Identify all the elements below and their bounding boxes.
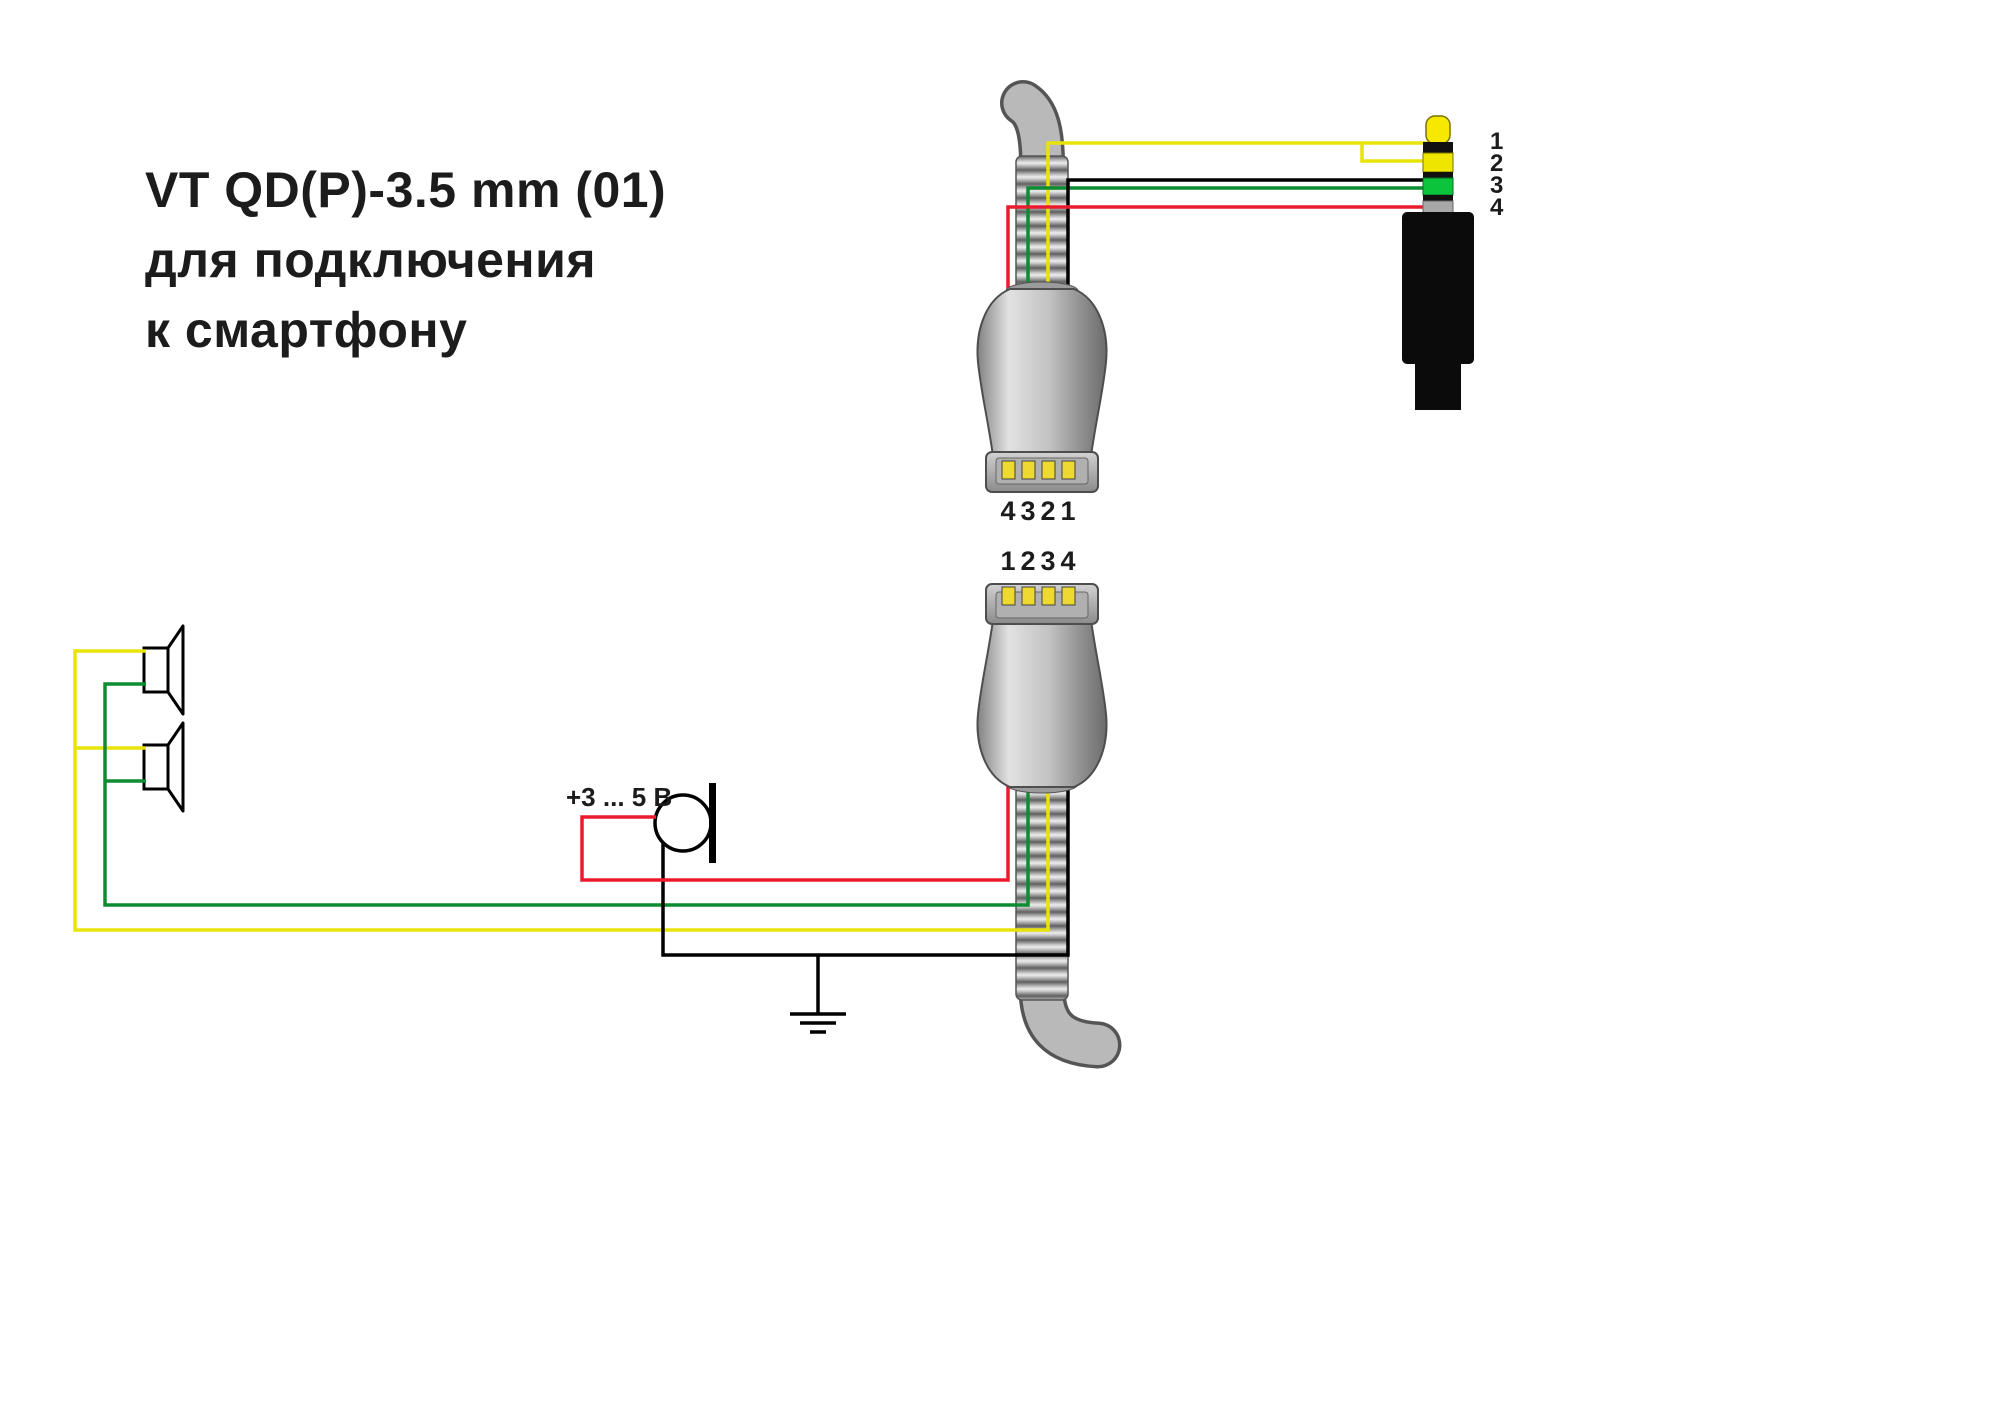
jack-pin-label-1: 1 (1490, 128, 1503, 155)
connector-body (976, 619, 1108, 788)
top-pin-label-2: 2 (1040, 496, 1055, 526)
qd-top-cable (1000, 80, 1069, 291)
page-title: VT QD(P)-3.5 mm (01) для подключения к с… (145, 162, 666, 358)
cable-bend (1003, 83, 1062, 184)
wire-green (103, 186, 1430, 907)
bottom-pin-labels: 1 2 3 4 (1000, 546, 1075, 576)
jack-pin-label-3: 3 (1490, 172, 1503, 199)
jack-insulator-2 (1423, 172, 1453, 178)
connector-pins-top (1001, 460, 1076, 480)
top-pin-label-3: 3 (1020, 496, 1035, 526)
pin-2 (1041, 460, 1056, 480)
top-pin-label-4: 4 (1000, 496, 1015, 526)
pin-3 (1041, 586, 1056, 606)
jack-handle-lower (1415, 364, 1461, 410)
speaker-body-icon (142, 743, 170, 791)
speaker-cone-icon (166, 624, 185, 716)
microphone: +3 ... 5 В (566, 782, 716, 863)
wire-yellow-top (1046, 126, 1440, 470)
speaker-1 (142, 624, 185, 716)
microphone-membrane (709, 783, 716, 863)
pin-1 (1001, 586, 1016, 606)
title-line-2: для подключения (145, 232, 596, 288)
ground-symbol (790, 955, 846, 1034)
strain-relief-ribs-top (1015, 155, 1069, 291)
pin-3 (1021, 460, 1036, 480)
pin-1 (1061, 460, 1076, 480)
jack-tip (1425, 115, 1451, 145)
jack-ring-2 (1422, 152, 1454, 173)
title-line-1: VT QD(P)-3.5 mm (01) (145, 162, 666, 218)
mic-voltage-label: +3 ... 5 В (566, 782, 672, 812)
wire-red-bottom (580, 600, 1010, 882)
jack-sleeve-collar (1422, 200, 1454, 214)
bottom-pin-label-1: 1 (1000, 546, 1015, 576)
speaker-2 (142, 721, 185, 813)
top-pin-labels: 4 3 2 1 (1000, 496, 1075, 526)
wire-yellow-bottom (73, 600, 1050, 932)
top-pin-label-1: 1 (1060, 496, 1075, 526)
qd-connector-bottom: 1 2 3 4 (976, 546, 1108, 794)
pin-4 (1001, 460, 1016, 480)
jack-pin-label-4: 4 (1490, 194, 1504, 221)
pin-4 (1061, 586, 1076, 606)
strain-relief-ribs-bottom (1015, 785, 1069, 1001)
bottom-pin-label-3: 3 (1040, 546, 1055, 576)
jack-pin-label-2: 2 (1490, 150, 1503, 177)
qd-connector-top: 4 3 2 1 (976, 281, 1108, 526)
jack-pin-labels: 1 2 3 4 (1490, 128, 1504, 221)
bottom-pin-label-4: 4 (1060, 546, 1075, 576)
pin-2 (1021, 586, 1036, 606)
jack-insulator-3 (1423, 195, 1453, 201)
wire-green-bottom (103, 600, 1030, 907)
jack-ring-3 (1422, 177, 1454, 196)
title-line-3: к смартфону (145, 302, 467, 358)
speaker-cone-icon (166, 721, 185, 813)
jack-insulator-1 (1423, 142, 1453, 153)
trrs-jack: 1 2 3 4 (1402, 115, 1504, 410)
connector-pins-bottom (1001, 586, 1076, 606)
speaker-body-icon (142, 646, 170, 694)
wire-yellow-bridge (1360, 143, 1430, 163)
bottom-pin-label-2: 2 (1020, 546, 1035, 576)
wire-black-top (1066, 178, 1430, 470)
jack-handle (1402, 212, 1474, 364)
connector-body (976, 288, 1108, 457)
